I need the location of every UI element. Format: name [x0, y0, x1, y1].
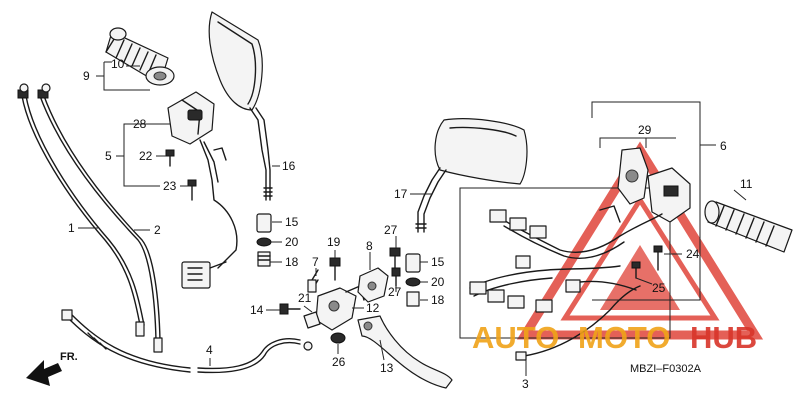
clutch-cable	[61, 309, 313, 374]
callout-20-right: 20	[431, 275, 445, 289]
callout-20-left: 20	[285, 235, 299, 249]
screw-23	[187, 179, 197, 201]
callout-13: 13	[380, 361, 394, 375]
diagram-code: MBZI–F0302A	[630, 363, 702, 375]
right-switch-assembly-box	[459, 101, 716, 339]
callout-9: 9	[83, 69, 90, 83]
callout-6: 6	[720, 139, 727, 153]
front-direction-arrow	[26, 360, 62, 386]
callout-14: 14	[250, 303, 264, 317]
callout-7: 7	[312, 255, 319, 269]
callout-2: 2	[154, 223, 161, 237]
callout-18-left: 18	[285, 255, 299, 269]
leader-lines	[78, 61, 747, 376]
callout-11: 11	[740, 177, 753, 191]
watermark-logo	[516, 141, 764, 340]
left-switch-housing	[167, 91, 238, 289]
callout-10: 10	[111, 57, 125, 71]
wiring-harness	[469, 209, 663, 313]
callout-25: 25	[652, 281, 666, 295]
callout-23: 23	[163, 179, 177, 193]
callout-26: 26	[332, 355, 346, 369]
right-mirror	[415, 118, 528, 233]
bolt-19	[329, 257, 341, 281]
front-label: FR.	[60, 351, 78, 363]
callout-1: 1	[68, 221, 75, 235]
screw-14	[279, 303, 301, 315]
callout-21: 21	[298, 291, 312, 305]
watermark-text: AUTO MOTO HUB	[472, 320, 757, 355]
screw-24	[653, 245, 663, 271]
callout-12: 12	[366, 301, 380, 315]
callout-18-right: 18	[431, 293, 445, 307]
callout-19: 19	[327, 235, 341, 249]
nut-26	[330, 332, 346, 344]
watermark-word-hub: HUB	[690, 320, 757, 355]
callout-15-right: 15	[431, 255, 445, 269]
callout-27-upper: 27	[384, 223, 398, 237]
right-switch-housing	[599, 147, 691, 223]
callout-28: 28	[133, 117, 147, 131]
callout-22: 22	[139, 149, 153, 163]
callout-5: 5	[105, 149, 112, 163]
mirror-clamp	[357, 247, 421, 307]
throttle-cables	[17, 83, 163, 353]
callout-16: 16	[282, 159, 296, 173]
watermark-word-auto: AUTO	[472, 320, 559, 355]
pin-7	[307, 269, 319, 293]
watermark-word-moto: MOTO	[578, 320, 670, 355]
callout-4: 4	[206, 343, 213, 357]
throttle-grip	[105, 27, 175, 86]
callout-15-left: 15	[285, 215, 299, 229]
brake-switch-cable	[515, 285, 641, 361]
callout-24: 24	[686, 247, 700, 261]
callout-17: 17	[394, 187, 408, 201]
mirror-spacer-left	[256, 213, 272, 267]
screw-22	[165, 149, 175, 167]
screw-25	[631, 261, 641, 279]
clutch-lever	[357, 315, 453, 389]
callout-29: 29	[638, 123, 652, 137]
callout-27-lower: 27	[388, 285, 402, 299]
right-grip	[704, 200, 793, 253]
left-mirror	[208, 11, 273, 201]
callout-labels: 9 10 28 5 22 23 16 1 2 4 FR. 15 20 18 19…	[60, 57, 753, 391]
callout-8: 8	[366, 239, 373, 253]
callout-3: 3	[522, 377, 529, 391]
